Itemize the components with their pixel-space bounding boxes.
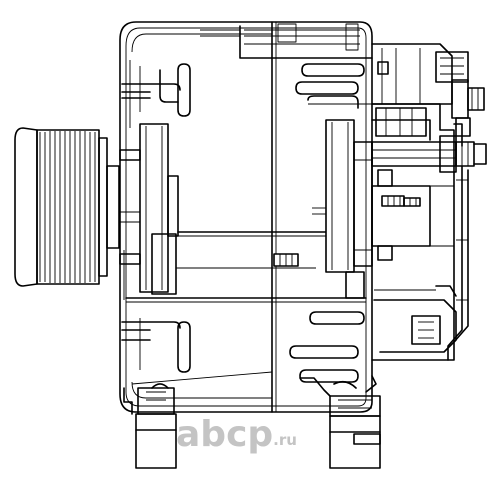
rear-bearing-plate [325,119,373,299]
cooling-slots-lower-right [289,311,365,383]
cooling-slots-upper-left [121,63,191,117]
rear-cover [371,43,469,361]
front-housing [119,21,373,413]
rectifier-block [371,169,454,261]
rear-end-frame [447,123,469,361]
top-terminal-block [200,23,373,59]
mounting-foot-left [123,383,177,469]
cooling-slots-upper-right [295,63,372,109]
rear-bolt [371,135,487,173]
pulley-grooves [39,131,96,283]
front-bearing-plate [119,123,179,295]
mounting-foot-right [299,375,381,469]
cooling-slots-lower-left [121,318,273,385]
b-plus-terminal-stud [451,79,485,137]
pulley [14,127,120,287]
plug-connector [373,285,457,353]
rotor-shaft [177,207,327,267]
